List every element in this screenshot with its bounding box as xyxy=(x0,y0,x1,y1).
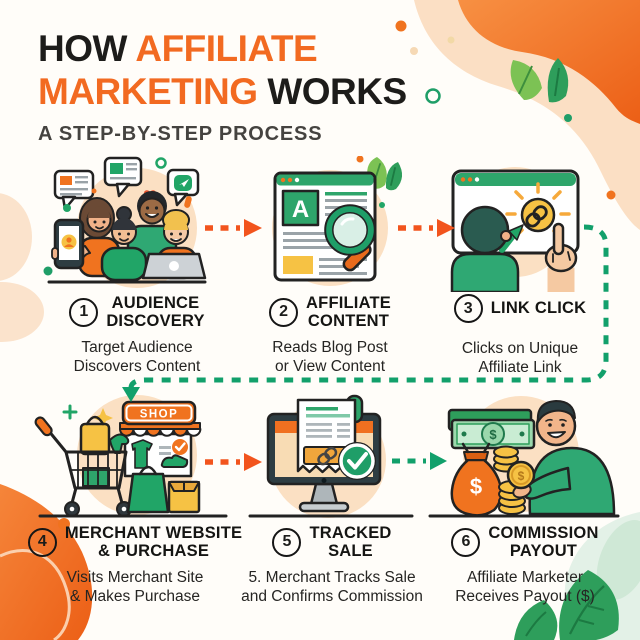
mint-leaf xyxy=(596,520,640,600)
orange-dot xyxy=(58,518,70,530)
orange-dot xyxy=(606,190,616,200)
green-dot xyxy=(43,266,53,276)
speech-bubble-icon xyxy=(103,156,143,198)
monitor-receipt-icon xyxy=(248,394,414,518)
phone-icon xyxy=(51,218,85,270)
package-box-icon xyxy=(167,480,201,514)
step-number-badge: 3 xyxy=(453,294,483,323)
step-commission-payout: $ $ xyxy=(416,390,634,607)
step-subtitle: Visits Merchant Site& Makes Purchase xyxy=(66,568,204,606)
money-bag-icon: $ xyxy=(450,442,503,517)
main-heading: HOW AFFILIATE MARKETING WORKS xyxy=(38,28,407,112)
blog-magnifier-icon: A xyxy=(272,156,403,286)
peach-blob-left xyxy=(0,193,32,281)
green-dot xyxy=(564,114,572,122)
orange-dot xyxy=(91,188,97,194)
link-click-icon xyxy=(450,167,616,292)
sweater-icon xyxy=(131,439,153,469)
step-title: LINK CLICK xyxy=(490,299,587,318)
orange-blob-top-right xyxy=(458,0,640,124)
orange-dot xyxy=(356,156,364,163)
shopping-bag-icon xyxy=(126,465,170,514)
coin-currency-symbol: $ xyxy=(518,469,525,483)
heel-shoe-icon xyxy=(109,433,130,454)
step-number-badge: 2 xyxy=(269,297,299,327)
step-title: MERCHANT WEBSITE& PURCHASE xyxy=(64,524,243,561)
money-payout-icon: $ $ xyxy=(428,396,620,518)
peach-blob-left xyxy=(0,282,44,342)
check-icon xyxy=(172,439,188,455)
send-bubble-icon xyxy=(166,168,200,207)
person-icon xyxy=(512,400,616,516)
step-number-badge: 5 xyxy=(272,527,302,557)
orange-blob-wave xyxy=(0,549,71,640)
step-number-badge: 6 xyxy=(451,527,481,557)
orange-pill xyxy=(184,196,192,208)
audience-group-icon xyxy=(47,156,207,288)
leaf-icon xyxy=(510,58,569,103)
step-merchant-website: SHOP xyxy=(26,390,244,607)
orange-dot xyxy=(395,20,407,32)
shop-sign-label: SHOP xyxy=(140,409,179,421)
coin-stack-icon xyxy=(493,445,519,473)
peach-dot xyxy=(410,47,418,55)
speech-bubble-icon xyxy=(53,169,95,211)
content-letter: A xyxy=(292,196,309,223)
sparkle-icon xyxy=(62,404,113,428)
dollar-bills-icon: $ xyxy=(447,408,536,450)
bill-currency-symbol: $ xyxy=(489,427,497,442)
peach-dot xyxy=(447,36,455,44)
step-number-badge: 1 xyxy=(69,297,99,327)
leaf-icon xyxy=(514,570,619,640)
shop-cart-icon: SHOP xyxy=(34,395,228,518)
sneaker-icon xyxy=(160,454,189,468)
shopping-cart-icon xyxy=(34,415,132,517)
step-caption: 4 MERCHANT WEBSITE& PURCHASE Visits Merc… xyxy=(27,524,243,607)
step-affiliate-content: A xyxy=(230,156,430,377)
green-ring-icon xyxy=(425,88,441,104)
teal-dot xyxy=(379,202,385,208)
page-title: HOW AFFILIATE MARKETING WORKS A STEP-BY-… xyxy=(38,28,407,146)
teal-dot xyxy=(63,204,71,212)
storefront-icon: SHOP xyxy=(119,400,202,478)
laptop-icon xyxy=(141,252,207,280)
chain-link-icon xyxy=(317,446,338,466)
step-number-badge: 4 xyxy=(27,527,57,557)
page-subtitle: A STEP-BY-STEP PROCESS xyxy=(38,122,323,145)
gold-coin-icon: $ xyxy=(506,460,536,490)
green-ring-icon xyxy=(155,157,167,169)
bag-currency-symbol: $ xyxy=(470,474,482,499)
check-circle-icon xyxy=(338,442,376,480)
